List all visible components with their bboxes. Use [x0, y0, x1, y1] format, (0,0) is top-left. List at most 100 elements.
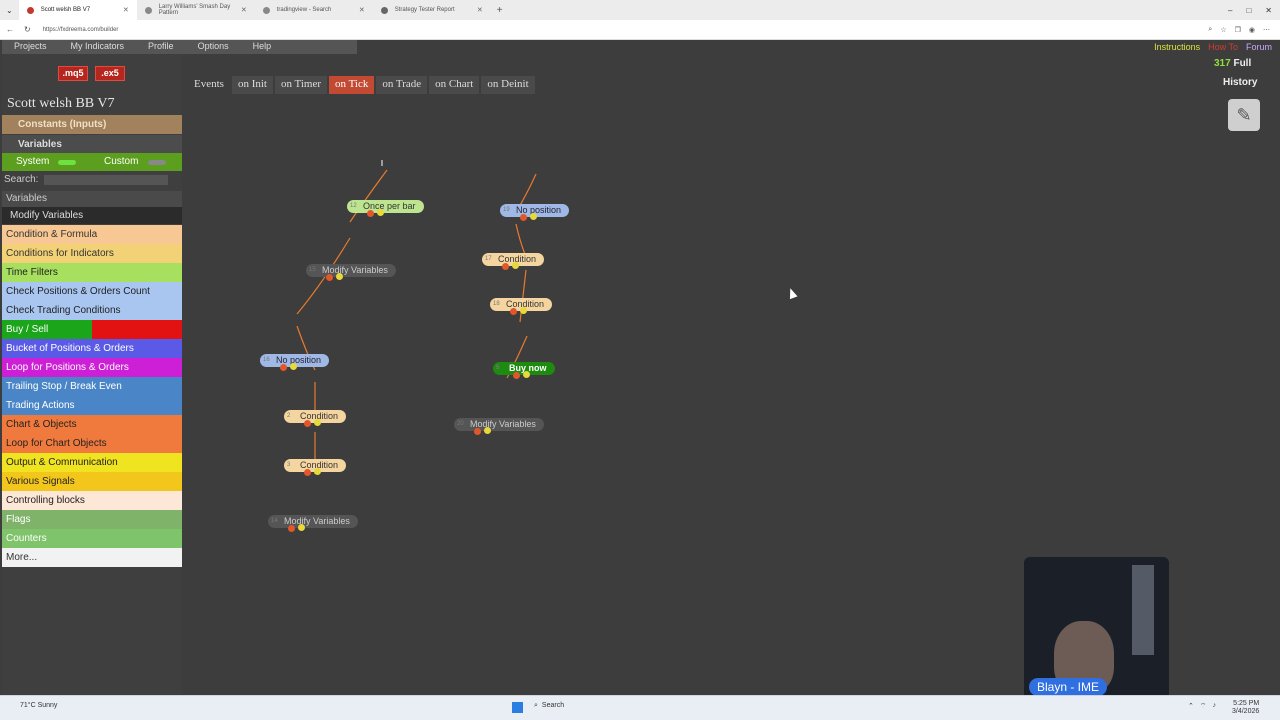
history-button[interactable]: History	[1223, 77, 1258, 88]
output-orange-dot[interactable]	[288, 525, 295, 532]
category-trailing-stop-break-even[interactable]: Trailing Stop / Break Even	[2, 377, 182, 396]
output-orange-dot[interactable]	[304, 469, 311, 476]
windows-start-icon[interactable]	[512, 702, 523, 713]
category-loop-for-chart-objects[interactable]: Loop for Chart Objects	[2, 434, 182, 453]
url-field[interactable]: https://fxdreema.com/builder	[42, 26, 119, 33]
profile-icon[interactable]: ◉	[1248, 26, 1255, 34]
reload-icon[interactable]: ↻	[24, 25, 31, 34]
category-check-trading-conditions[interactable]: Check Trading Conditions	[2, 301, 182, 320]
output-yellow-dot[interactable]	[484, 427, 491, 434]
tray-chevron-icon[interactable]: ⌃	[1188, 703, 1194, 710]
category-counters[interactable]: Counters	[2, 529, 182, 548]
category-conditions-for-indicators[interactable]: Conditions for Indicators	[2, 244, 182, 263]
tab-on-init[interactable]: on Init	[231, 76, 273, 94]
tools-icon[interactable]: ✎	[1228, 99, 1260, 131]
more-menu-icon[interactable]: ⋯	[1263, 26, 1270, 34]
search-input[interactable]	[44, 175, 168, 185]
output-yellow-dot[interactable]	[523, 371, 530, 378]
category-check-positions-orders-count[interactable]: Check Positions & Orders Count	[2, 282, 182, 301]
menu-help[interactable]: Help	[252, 41, 272, 51]
favorite-star-icon[interactable]: ☆	[1220, 26, 1227, 34]
instructions-link[interactable]: Instructions	[1154, 42, 1201, 52]
tab-on-trade[interactable]: on Trade	[376, 76, 428, 94]
category-time-filters[interactable]: Time Filters	[2, 263, 182, 282]
minimize-icon[interactable]: –	[1228, 5, 1233, 15]
menu-projects[interactable]: Projects	[14, 41, 47, 51]
output-yellow-dot[interactable]	[314, 419, 321, 426]
output-orange-dot[interactable]	[520, 214, 527, 221]
category-condition-formula[interactable]: Condition & Formula	[2, 225, 182, 244]
output-yellow-dot[interactable]	[290, 363, 297, 370]
ex5-button[interactable]: .ex5	[95, 66, 125, 81]
modify-variables-item[interactable]: Modify Variables	[2, 207, 182, 224]
new-tab-plus-icon[interactable]: +	[496, 4, 503, 16]
zoom-icon[interactable]: ⌕	[1208, 25, 1213, 33]
back-arrow-icon[interactable]: ←	[6, 25, 14, 34]
category-buy-sell[interactable]: Buy / Sell	[2, 320, 182, 339]
tab-menu-icon[interactable]: ⌄	[6, 5, 13, 15]
tab-on-timer[interactable]: on Timer	[274, 76, 328, 94]
close-tab-icon[interactable]: ✕	[122, 7, 129, 14]
output-yellow-dot[interactable]	[298, 524, 305, 531]
category-various-signals[interactable]: Various Signals	[2, 472, 182, 491]
category-loop-for-positions-orders[interactable]: Loop for Positions & Orders	[2, 358, 182, 377]
tab-on-chart[interactable]: on Chart	[429, 76, 480, 94]
browser-tab-strategy[interactable]: Strategy Tester Report ✕	[373, 0, 491, 20]
output-yellow-dot[interactable]	[530, 213, 537, 220]
tab-on-tick[interactable]: on Tick	[329, 76, 375, 94]
browser-tab-larry[interactable]: Larry Williams' Smash Day Pattern ✕	[137, 0, 255, 20]
output-yellow-dot[interactable]	[336, 273, 343, 280]
forum-link[interactable]: Forum	[1245, 42, 1272, 52]
close-tab-icon[interactable]: ✕	[476, 7, 483, 14]
taskbar-search[interactable]: ⌕ Search	[534, 702, 564, 710]
wifi-icon[interactable]: ⌔	[1199, 703, 1207, 710]
output-orange-dot[interactable]	[280, 364, 287, 371]
maximize-icon[interactable]: □	[1246, 5, 1252, 15]
output-orange-dot[interactable]	[326, 274, 333, 281]
taskbar-clock[interactable]: 5:25 PM 3/4/2026	[1232, 700, 1259, 716]
menu-options[interactable]: Options	[197, 41, 229, 51]
mq5-button[interactable]: .mq5	[58, 66, 88, 81]
output-orange-dot[interactable]	[474, 428, 481, 435]
custom-label[interactable]: Custom	[104, 156, 139, 167]
category-bucket-of-positions-orders[interactable]: Bucket of Positions & Orders	[2, 339, 182, 358]
output-yellow-dot[interactable]	[314, 468, 321, 475]
category-controlling-blocks[interactable]: Controlling blocks	[2, 491, 182, 510]
category-more[interactable]: More...	[2, 548, 182, 567]
volume-icon[interactable]: ♪	[1212, 702, 1216, 709]
output-orange-dot[interactable]	[510, 308, 517, 315]
output-orange-dot[interactable]	[502, 263, 509, 270]
browser-tab-search[interactable]: tradingview - Search ✕	[255, 0, 373, 20]
collections-icon[interactable]: ❐	[1234, 26, 1241, 34]
close-window-icon[interactable]: ✕	[1265, 5, 1272, 15]
output-orange-dot[interactable]	[513, 372, 520, 379]
output-yellow-dot[interactable]	[377, 209, 384, 216]
variables-button[interactable]: Variables	[2, 135, 182, 154]
weather-widget[interactable]: 71°C Sunny	[20, 702, 58, 709]
output-orange-dot[interactable]	[304, 420, 311, 427]
tab-on-deinit[interactable]: on Deinit	[481, 76, 535, 94]
menu-my-indicators[interactable]: My Indicators	[70, 41, 125, 51]
output-orange-dot[interactable]	[367, 210, 374, 217]
menu-profile[interactable]: Profile	[148, 41, 174, 51]
close-tab-icon[interactable]: ✕	[358, 7, 365, 14]
browser-tab-builder[interactable]: Scott welsh BB V7 ✕	[18, 0, 137, 20]
category-flags[interactable]: Flags	[2, 510, 182, 529]
constants-inputs-button[interactable]: Constants (Inputs)	[2, 115, 182, 134]
howto-link[interactable]: How To	[1208, 42, 1238, 52]
output-yellow-dot[interactable]	[512, 262, 519, 269]
category-output-communication[interactable]: Output & Communication	[2, 453, 182, 472]
output-yellow-dot[interactable]	[520, 307, 527, 314]
